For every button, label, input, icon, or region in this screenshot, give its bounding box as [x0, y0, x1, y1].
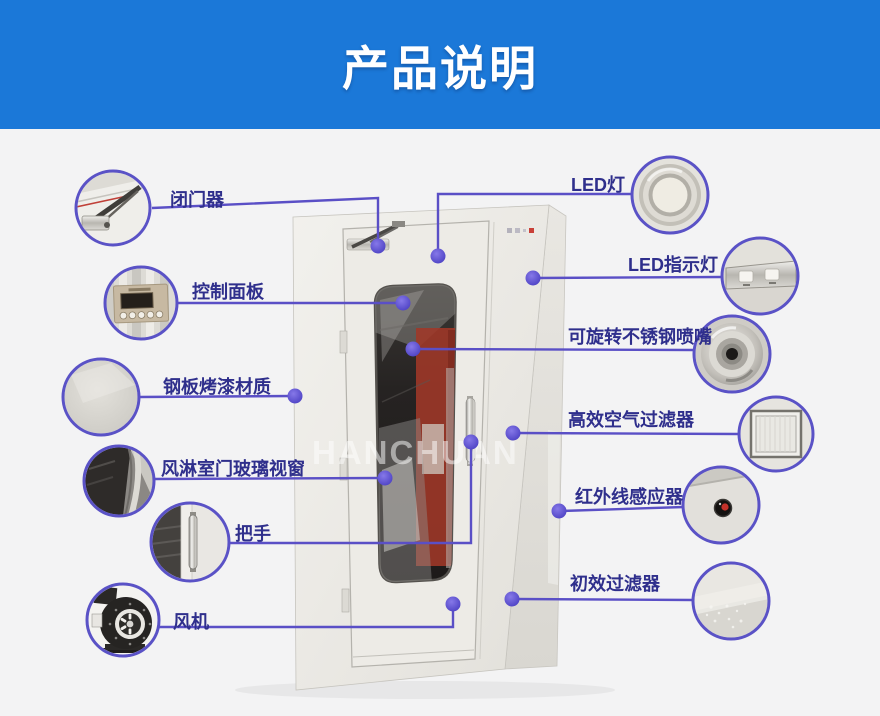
- door-hinge-top: [339, 330, 348, 354]
- line-led-light: [436, 192, 632, 252]
- primary-filter-photo: [694, 581, 768, 638]
- handle-photo: [152, 504, 198, 580]
- thumb-pre-filter: [691, 561, 771, 641]
- line-door-glass: [153, 476, 384, 481]
- dot-control-panel: [395, 295, 411, 311]
- label-steel-plate: 钢板烤漆材质: [163, 376, 271, 397]
- dot-hepa-filter: [505, 425, 521, 441]
- dot-door-closer: [370, 238, 386, 254]
- hepa-filter-photo: [749, 409, 803, 459]
- product-annotation-canvas: HANCHUAN: [61, 155, 815, 699]
- dot-fan: [445, 596, 461, 612]
- label-ir-sensor: 红外线感应器: [575, 486, 684, 507]
- line-led-indicator: [534, 275, 723, 280]
- label-door-glass: 风淋室门玻璃视窗: [161, 458, 305, 479]
- thumb-hepa-filter: [737, 395, 815, 473]
- thumb-led-light: [630, 155, 710, 235]
- line-nozzle: [414, 347, 695, 352]
- label-door-closer: 闭门器: [170, 189, 225, 210]
- label-hepa-filter: 高效空气过滤器: [568, 409, 695, 430]
- stainless-nozzle-photo: [701, 323, 763, 385]
- door-hinge-middle: [339, 457, 348, 481]
- thumb-led-indicator: [720, 236, 800, 316]
- brand-watermark: HANCHUAN: [312, 434, 519, 471]
- dot-door-glass: [377, 470, 393, 486]
- line-door-closer: [151, 196, 380, 243]
- thumb-door-closer: [74, 169, 152, 247]
- dot-led-indicator: [525, 270, 541, 286]
- dot-ir-sensor: [551, 503, 567, 519]
- line-pre-filter: [513, 597, 695, 602]
- label-led-indicator: LED指示灯: [628, 254, 718, 275]
- dot-handle: [463, 434, 479, 450]
- thumb-handle: [149, 501, 231, 583]
- label-nozzle: 可旋转不锈钢喷嘴: [568, 326, 712, 347]
- control-panel-photo: [106, 268, 170, 338]
- thumb-nozzle: [692, 314, 772, 394]
- door-bottom-seam: [352, 649, 475, 658]
- thumb-door-glass: [82, 444, 156, 518]
- blower-fan-photo: [91, 585, 152, 653]
- line-steel-plate: [138, 394, 294, 399]
- dot-pre-filter: [504, 591, 520, 607]
- thumb-fan: [85, 582, 161, 658]
- dot-nozzle: [405, 341, 421, 357]
- line-ir-sensor: [560, 505, 685, 513]
- door-hinge-bottom: [341, 588, 350, 613]
- label-led-light: LED灯: [571, 175, 625, 195]
- label-pre-filter: 初效过滤器: [570, 573, 661, 594]
- thumb-ir-sensor: [681, 465, 761, 545]
- led-indicator-photo: [723, 239, 797, 290]
- product-photo-air-shower: HANCHUAN: [235, 204, 615, 699]
- title-banner: 产品说明: [0, 0, 880, 129]
- door-gap-seam: [479, 221, 495, 660]
- thumb-steel-plate: [61, 357, 141, 437]
- callout-anchor-dots: [287, 238, 567, 612]
- label-fan: 风机: [173, 612, 209, 632]
- led-light-photo: [639, 164, 701, 226]
- callout-lines: [138, 192, 740, 629]
- line-handle: [229, 446, 473, 545]
- dot-steel-plate: [287, 388, 303, 404]
- page-title: 产品说明: [342, 42, 538, 95]
- line-fan: [159, 608, 455, 629]
- cabinet-shadow: [235, 681, 615, 699]
- dot-led-light: [430, 248, 446, 264]
- window-interior-reflections: [374, 284, 456, 583]
- line-hepa-filter: [514, 431, 740, 436]
- cabinet-logo-marks: [507, 228, 534, 233]
- label-handle: 把手: [235, 523, 271, 544]
- label-control-panel: 控制面板: [192, 281, 265, 302]
- thumb-control-panel: [103, 265, 179, 341]
